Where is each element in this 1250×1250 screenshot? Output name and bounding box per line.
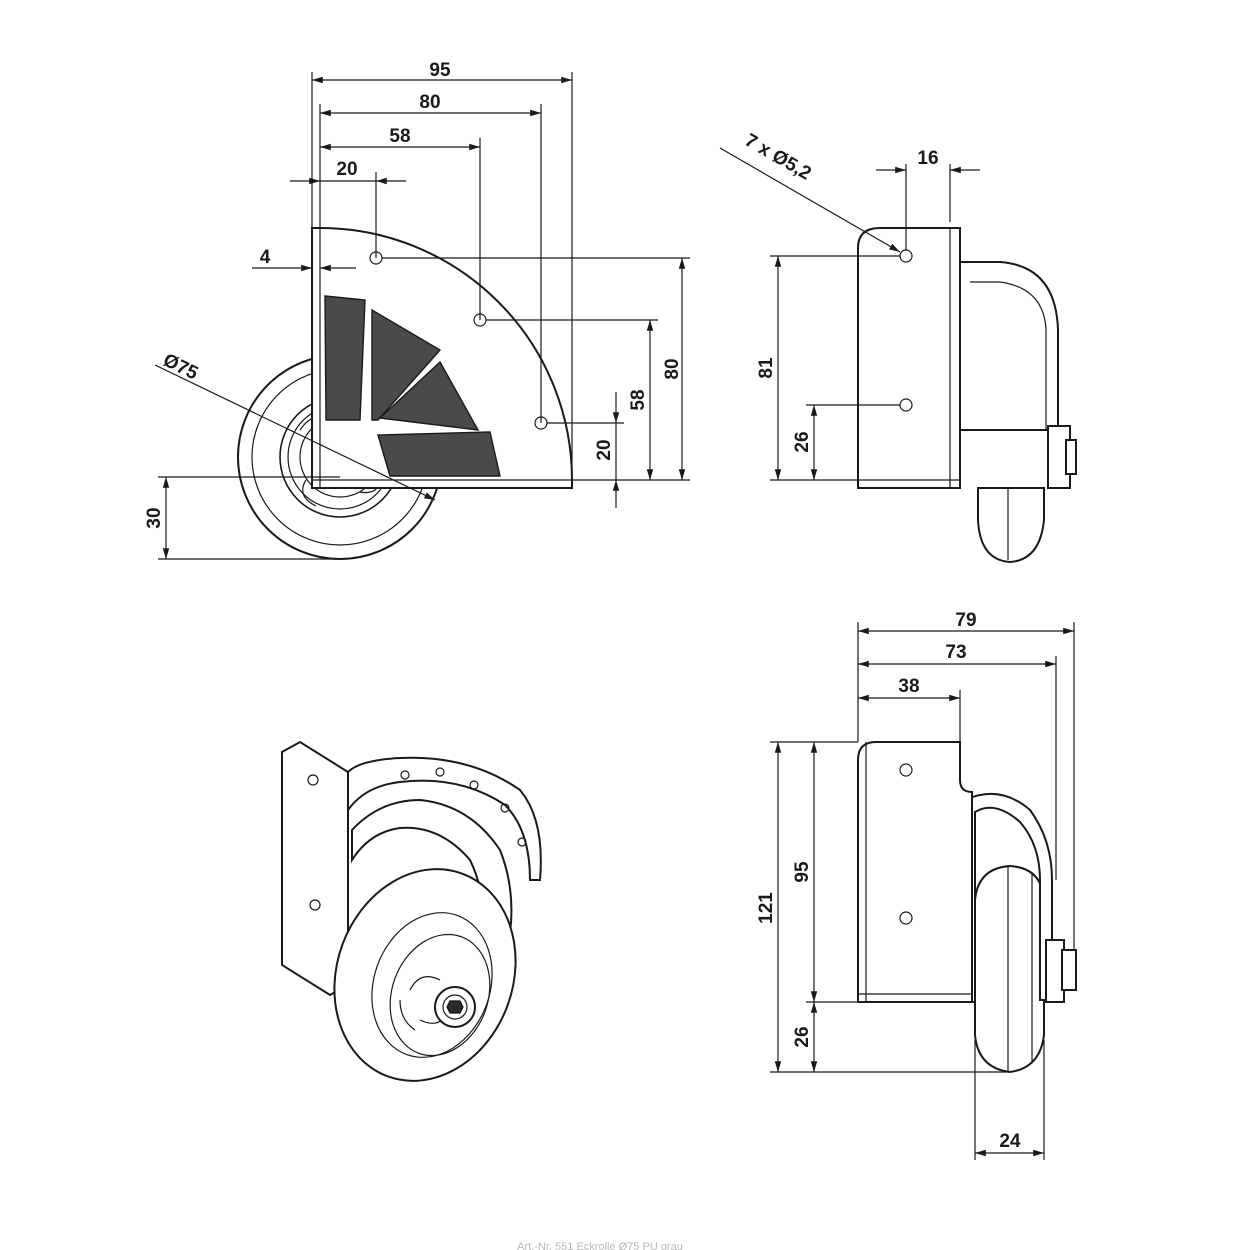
dim-20-height: 20 [594,439,615,460]
dim-73: 73 [945,642,966,663]
dim-80-height: 80 [662,358,683,379]
lower-side-view: 79 73 38 121 95 26 24 [756,610,1077,1160]
dim-26-lower: 26 [792,1026,813,1047]
dim-16: 16 [917,148,938,169]
dim-81: 81 [756,357,777,379]
dim-58-width: 58 [389,126,410,147]
dim-95-height: 95 [792,861,813,883]
footer-caption: Art.-Nr. 551 Eckrolle Ø75 PU grau [517,1241,683,1250]
dim-30-height: 30 [144,507,165,528]
dim-38: 38 [898,676,919,697]
front-view: 95 80 58 20 4 Ø75 80 58 20 [144,60,690,560]
dim-79: 79 [955,610,976,631]
isometric-view [281,740,542,1082]
dim-80-width: 80 [419,92,440,113]
dim-26-side: 26 [792,431,813,452]
front-bracket [311,227,573,489]
dim-95: 95 [429,60,451,81]
dim-24: 24 [999,1131,1021,1152]
dim-121: 121 [756,892,777,924]
side-view: 16 7 x Ø5,2 81 26 [719,130,1077,564]
dim-20-width: 20 [336,159,357,180]
dim-58-height: 58 [628,389,649,410]
dim-4: 4 [260,247,271,268]
dim-dia-75: Ø75 [160,350,202,385]
holes-callout: 7 x Ø5,2 [741,130,815,185]
